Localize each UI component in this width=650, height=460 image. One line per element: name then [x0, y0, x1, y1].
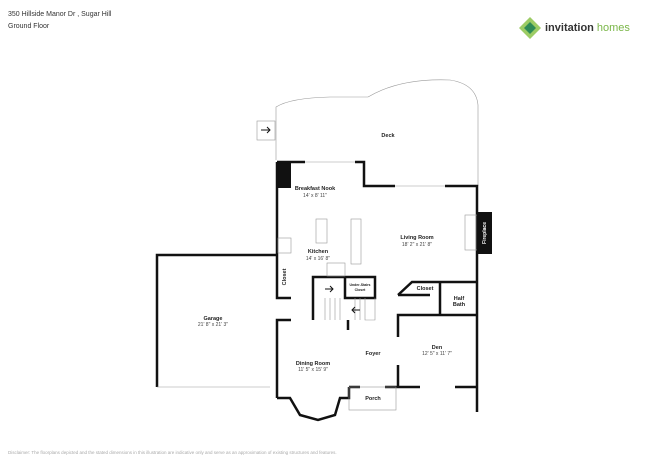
closet-label: Closet	[282, 268, 288, 285]
understairs-label-2: Closet	[355, 288, 367, 292]
halfbath-label-2: Bath	[453, 302, 466, 308]
chimney-block	[277, 162, 291, 188]
kitchen-dims: 14' x 16' 8"	[306, 256, 330, 262]
fireplace-label: Fireplace	[482, 222, 488, 244]
disclaimer: Disclaimer: The floorplans depicted and …	[8, 450, 337, 455]
stairs-arrow-icon	[351, 306, 360, 314]
deck-stairs	[256, 120, 276, 141]
address: 350 Hillside Manor Dr , Sugar Hill	[8, 11, 112, 18]
nook-dims: 14' x 8' 11"	[303, 193, 327, 199]
closet-label: Closet	[417, 286, 434, 292]
kitchen-counter	[350, 218, 362, 265]
deck-outline	[275, 79, 479, 186]
dining-label: Dining Room	[296, 361, 330, 367]
stairs-arrow-icon	[325, 285, 334, 293]
foyer-label: Foyer	[366, 351, 382, 357]
fireplace	[477, 212, 492, 254]
nook-label: Breakfast Nook	[295, 186, 336, 192]
logo-mark-icon	[519, 17, 541, 39]
porch-label: Porch	[365, 396, 381, 402]
logo-word-homes: homes	[596, 22, 630, 34]
pantry	[277, 237, 292, 254]
den-dims: 12' 5" x 11' 7"	[422, 351, 452, 357]
garage-label: Garage	[204, 316, 223, 322]
logo-word-invitation: invitation	[545, 22, 594, 34]
living-dims: 18' 2" x 21' 8"	[402, 242, 432, 248]
halfbath-label: Half	[454, 296, 465, 302]
kitchen-label: Kitchen	[308, 249, 329, 255]
arrow-icon	[261, 126, 271, 134]
dining-dims: 11' 5" x 15' 9"	[298, 367, 328, 373]
den-label: Den	[432, 345, 443, 351]
porch-outline	[348, 386, 397, 411]
kitchen-island	[315, 218, 328, 244]
living-label: Living Room	[400, 235, 433, 241]
understairs-label: Under-Stairs	[349, 283, 370, 287]
deck-label: Deck	[381, 133, 395, 139]
garage-dims: 21' 8" x 21' 3"	[198, 322, 228, 328]
floor-label: Ground Floor	[8, 23, 50, 30]
stove	[326, 262, 346, 277]
